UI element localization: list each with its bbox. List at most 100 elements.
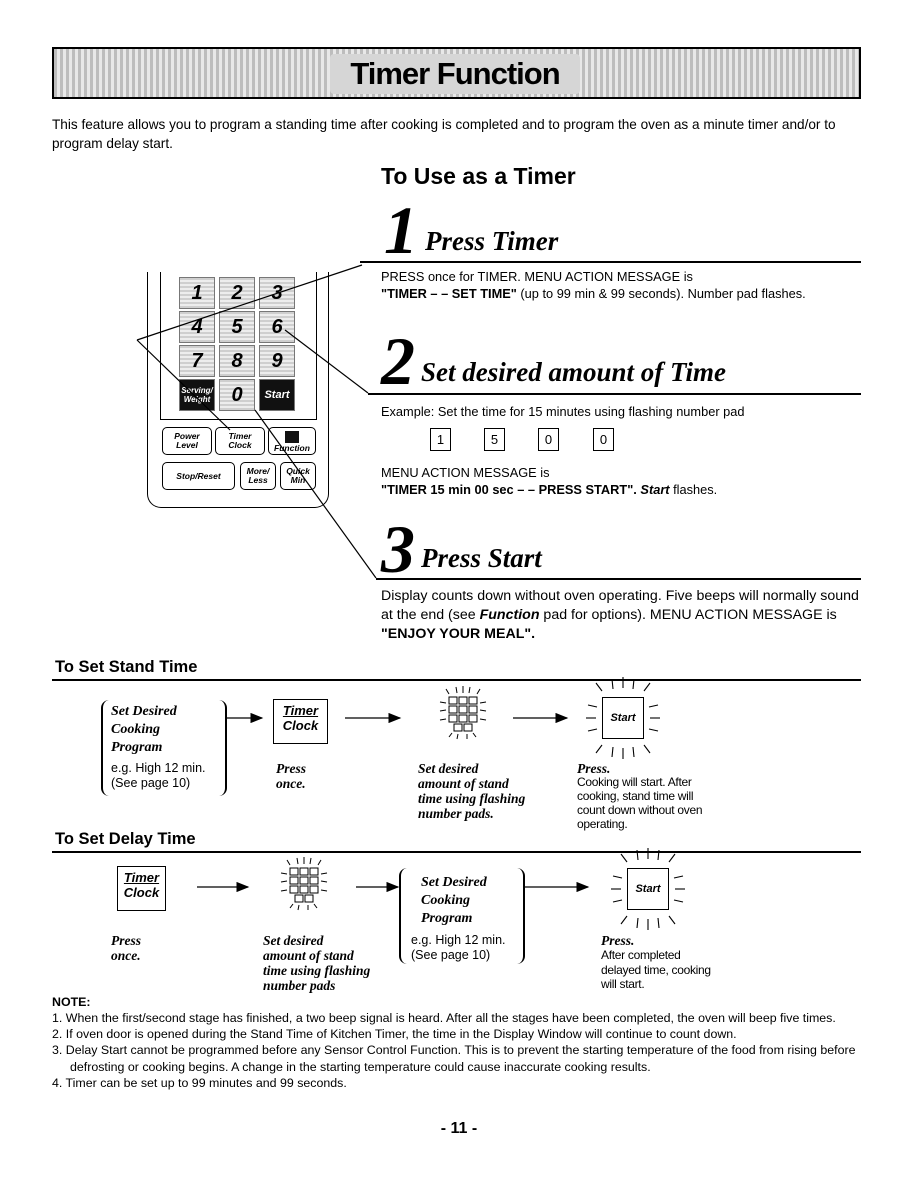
digit-box-2: 5 [484,428,505,451]
delay-press-once: Press once. [111,933,141,963]
key-0[interactable]: 0 [219,379,255,411]
stand-set-line-2: amount of stand [418,776,509,791]
stand-program-text: Set Desired Cooking Program [111,703,177,757]
delay-press-line-1: Press [111,933,141,948]
stand-press-text-4: operating. [577,817,628,831]
quick-min-key[interactable]: Quick Min [280,462,316,490]
step-1-title: Press Timer [425,226,559,256]
digit-box-3: 0 [538,428,559,451]
step-2-example: Example: Set the time for 15 minutes usi… [381,404,745,419]
delay-start-key[interactable]: Start [627,868,669,910]
step-3-function-word: Function [479,607,540,623]
step-2-rule [368,393,861,395]
step-3-message: "ENJOY YOUR MEAL". [381,626,536,642]
stand-example-line-1: e.g. High 12 min. [111,761,206,775]
step-2-msg-bold: "TIMER 15 min 00 sec – – PRESS START". [381,482,637,497]
delay-set-line-4: number pads [263,978,336,993]
digit-box-4: 0 [593,428,614,451]
delay-program-text: Set Desired Cooking Program [421,874,487,928]
stand-time-rule [52,679,861,681]
delay-program-line-2: Cooking [421,893,471,908]
stand-program-bracket [101,700,227,796]
timer-clock-key[interactable]: Timer Clock [215,427,265,455]
step-3-text-a: Display counts down without oven operati… [381,588,859,623]
delay-program-bracket [399,868,525,964]
step-2-msg-line1: MENU ACTION MESSAGE is [381,465,550,480]
stop-reset-key[interactable]: Stop/Reset [162,462,235,490]
key-6[interactable]: 6 [259,311,295,343]
power-level-key[interactable]: Power Level [162,427,212,455]
delay-time-rule [52,851,861,853]
delay-press-line-2: once. [111,948,141,963]
step-3-title: Press Start [421,543,542,573]
key-5[interactable]: 5 [219,311,255,343]
delay-program-line-3: Program [421,911,473,926]
stand-press-once: Press once. [276,761,306,791]
delay-set-line-1: Set desired [263,933,324,948]
stand-program-example: e.g. High 12 min. (See page 10) [111,761,206,791]
delay-example-line-2: (See page 10) [411,948,491,962]
step-3-text: Display counts down without oven operati… [381,587,863,644]
stand-press-line-2: once. [276,776,306,791]
note-item: 2. If oven door is opened during the Sta… [52,1027,737,1042]
more-less-key[interactable]: More/ Less [240,462,276,490]
step-2-number: 2 [381,323,415,399]
delay-time-heading: To Set Delay Time [55,830,196,848]
stand-press-label: Press. [577,761,611,776]
use-as-timer-heading: To Use as a Timer [381,163,576,189]
delay-program-example: e.g. High 12 min. (See page 10) [411,933,506,963]
delay-timer-clock-key[interactable]: Timer Clock [117,866,166,911]
step-1-line2: "TIMER – – SET TIME" (up to 99 min & 99 … [381,285,861,302]
delay-press-text: After completed delayed time, cooking wi… [601,948,711,992]
keypad-panel [147,272,329,508]
step-3-text-b: pad for options). MENU ACTION MESSAGE is [539,607,837,623]
delay-clock-label: Clock [123,885,160,900]
step-2-title: Set desired amount of Time [421,357,726,387]
step-1-line1: PRESS once for TIMER. MENU ACTION MESSAG… [381,269,693,284]
stand-press-text-2: cooking, stand time will [577,789,694,803]
stand-press-text-1: Cooking will start. After [577,775,692,789]
stand-start-key[interactable]: Start [602,697,644,739]
stand-timer-label: Timer [282,703,319,718]
delay-set-line-3: time using flashing [263,963,371,978]
step-1-number: 1 [384,192,418,268]
function-key[interactable]: Function [268,427,316,455]
stand-program-line-2: Cooking [111,722,161,737]
key-1[interactable]: 1 [179,277,215,309]
intro-text: This feature allows you to program a sta… [52,117,836,151]
notes-list: 1. When the first/second stage has finis… [52,1010,867,1091]
delay-set-desired: Set desired amount of stand time using f… [263,933,370,993]
stand-set-line-3: time using flashing [418,791,526,806]
stand-program-line-3: Program [111,740,163,755]
step-1-rule [360,261,861,263]
step-2-msg-line2: "TIMER 15 min 00 sec – – PRESS START". S… [381,481,861,498]
page-title: Timer Function [330,54,580,94]
step-2-start-word: Start [640,482,670,497]
key-8[interactable]: 8 [219,345,255,377]
delay-timer-label: Timer [123,870,160,885]
note-item: 1. When the first/second stage has finis… [52,1011,836,1025]
start-key[interactable]: Start [259,379,295,411]
delay-press-text-2: delayed time, cooking [601,962,711,977]
note-item: 3. Delay Start cannot be programmed befo… [52,1043,856,1074]
stand-set-line-1: Set desired [418,761,479,776]
delay-press-text-1: After completed [601,948,681,962]
stand-press-line-1: Press [276,761,306,776]
digit-box-1: 1 [430,428,451,451]
delay-press-text-3: will start. [601,977,645,991]
key-2[interactable]: 2 [219,277,255,309]
step-2-msg-rest: flashes. [669,482,718,497]
stand-example-line-2: (See page 10) [111,776,191,790]
stand-program-line-1: Set Desired [111,704,177,719]
step-3-number: 3 [381,511,415,587]
stand-press-text-3: count down without oven [577,803,703,817]
step-1-text: PRESS once for TIMER. MENU ACTION MESSAG… [381,268,861,302]
serving-weight-key[interactable]: Serving/ Weight [179,379,215,411]
key-7[interactable]: 7 [179,345,215,377]
function-icon [285,431,299,443]
stand-timer-clock-key[interactable]: Timer Clock [273,699,328,744]
key-9[interactable]: 9 [259,345,295,377]
delay-press-label: Press. [601,933,635,948]
